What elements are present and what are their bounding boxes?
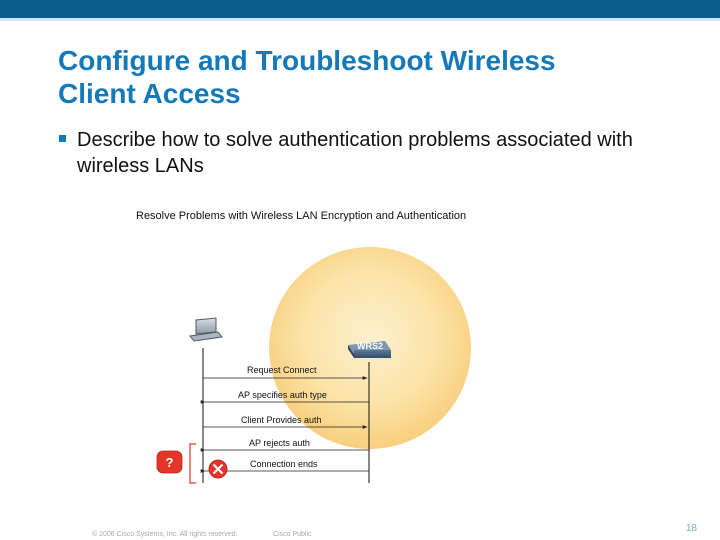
question-badge: ? <box>156 450 183 474</box>
message-ap-rejects-auth: AP rejects auth <box>200 438 369 452</box>
bullet-text: Describe how to solve authentication pro… <box>77 129 633 177</box>
access-point-icon: WRS2 <box>348 341 391 358</box>
page-number: 18 <box>685 523 697 534</box>
question-badge-shape <box>156 450 183 474</box>
footer-classification: Cisco Public <box>273 531 312 538</box>
message-label: Client Provides auth <box>241 415 322 425</box>
message-label: Request Connect <box>247 365 317 375</box>
error-x-icon <box>208 459 228 479</box>
slide-title-line-2: Client Access <box>58 78 241 109</box>
header-shade <box>0 18 720 21</box>
message-label: Connection ends <box>250 459 318 469</box>
message-label: AP specifies auth type <box>238 390 327 400</box>
diagram-caption: Resolve Problems with Wireless LAN Encry… <box>136 210 466 222</box>
question-mark: ? <box>166 455 174 470</box>
footer-copyright: © 2006 Cisco Systems, Inc. All rights re… <box>92 531 238 538</box>
header-bar <box>0 0 720 18</box>
message-label: AP rejects auth <box>249 438 310 448</box>
access-point-label: WRS2 <box>357 341 383 351</box>
slide-title: Configure and Troubleshoot Wireless Clie… <box>58 44 678 110</box>
message-client-provides-auth: Client Provides auth <box>203 415 368 429</box>
message-ap-specifies-auth: AP specifies auth type <box>200 390 369 404</box>
slide-title-line-1: Configure and Troubleshoot Wireless <box>58 45 556 76</box>
message-connection-ends: Connection ends <box>200 459 369 473</box>
laptop-icon <box>189 317 223 342</box>
bullet-square-icon <box>59 135 66 142</box>
message-request-connect: Request Connect <box>203 365 368 380</box>
failure-bracket <box>189 443 196 484</box>
